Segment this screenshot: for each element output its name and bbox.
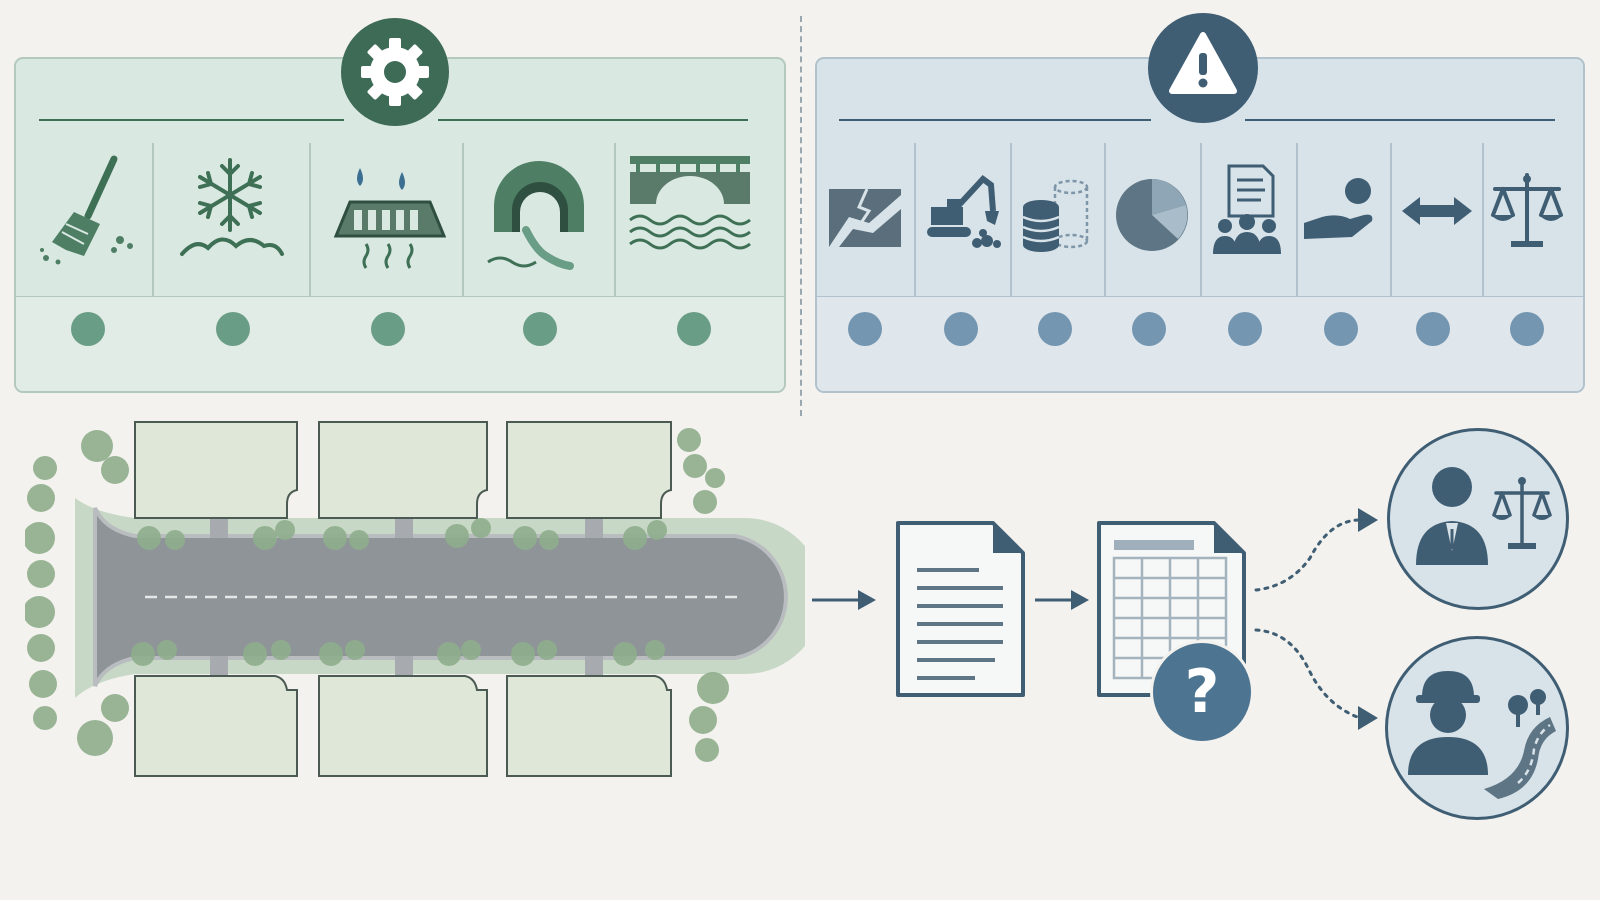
branch-arrows: [1250, 498, 1380, 743]
section-divider: [800, 16, 802, 416]
status-dot: [1132, 312, 1166, 346]
status-dot: [1038, 312, 1072, 346]
road-worker-icon: [1385, 636, 1569, 820]
cracked-pavement-icon: [829, 187, 903, 254]
status-dot: [1228, 312, 1262, 346]
question-badge: ?: [1150, 640, 1254, 744]
snowflake-icon: [178, 154, 288, 269]
lawyer-with-scales-icon: [1387, 428, 1569, 610]
document-people-icon: [1211, 164, 1283, 261]
warning-icon: [1148, 13, 1258, 123]
header-rule-left: [839, 119, 1151, 121]
cul-de-sac-road-map: [23, 418, 823, 803]
status-row: [16, 296, 784, 391]
double-arrow-icon: [1400, 194, 1474, 233]
status-dot: [848, 312, 882, 346]
flow-arrow: [810, 585, 880, 620]
status-dot: [1416, 312, 1450, 346]
status-row: [817, 296, 1583, 391]
status-dot: [944, 312, 978, 346]
broom-sweeping-icon: [36, 154, 136, 279]
header-rule-right: [438, 119, 748, 121]
gear-icon: [341, 18, 449, 126]
excavator-icon: [921, 171, 1003, 256]
pie-chart-icon: [1114, 177, 1190, 258]
status-dot: [71, 312, 105, 346]
header-rule-right: [1245, 119, 1555, 121]
scales-icon: [1487, 171, 1567, 256]
bridge-over-water-icon: [628, 154, 754, 259]
hand-giving-icon: [1302, 177, 1382, 252]
storm-drain-icon: [326, 154, 447, 279]
flow-arrow: [1033, 585, 1093, 620]
question-mark: ?: [1184, 657, 1220, 727]
coin-stack-icon: [1017, 177, 1093, 262]
status-dot: [523, 312, 557, 346]
status-dot: [1510, 312, 1544, 346]
status-dot: [371, 312, 405, 346]
status-dot: [216, 312, 250, 346]
document-icon: [895, 520, 1027, 703]
header-rule-left: [39, 119, 344, 121]
status-dot: [1324, 312, 1358, 346]
status-dot: [677, 312, 711, 346]
culvert-outflow-icon: [480, 154, 600, 279]
